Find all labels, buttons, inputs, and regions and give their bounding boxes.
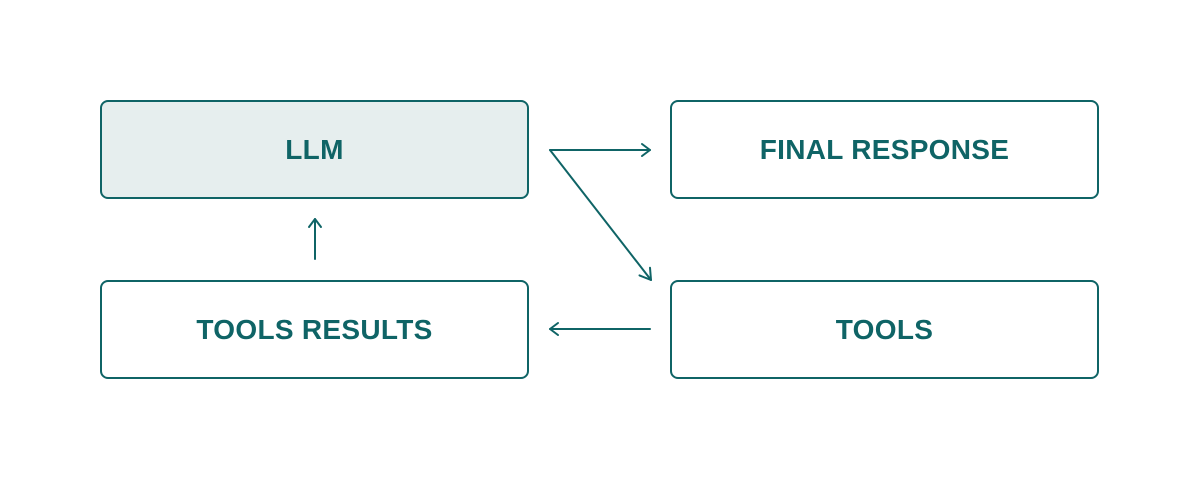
llm-node: LLM [100, 100, 529, 199]
tools-node-label: TOOLS [835, 313, 934, 345]
arrow-llm-to-tools [549, 149, 652, 281]
llm-node-label: LLM [285, 133, 344, 165]
final-response-node: FINAL RESPONSE [670, 100, 1099, 199]
arrow-tools-to-tools-results [549, 322, 651, 336]
arrow-tools-results-to-llm [308, 218, 322, 260]
tools-results-node: TOOLS RESULTS [100, 280, 529, 379]
final-response-node-label: FINAL RESPONSE [759, 133, 1010, 165]
tools-results-node-label: TOOLS RESULTS [196, 313, 433, 345]
arrow-llm-to-final-response [549, 143, 651, 157]
tools-node: TOOLS [670, 280, 1099, 379]
